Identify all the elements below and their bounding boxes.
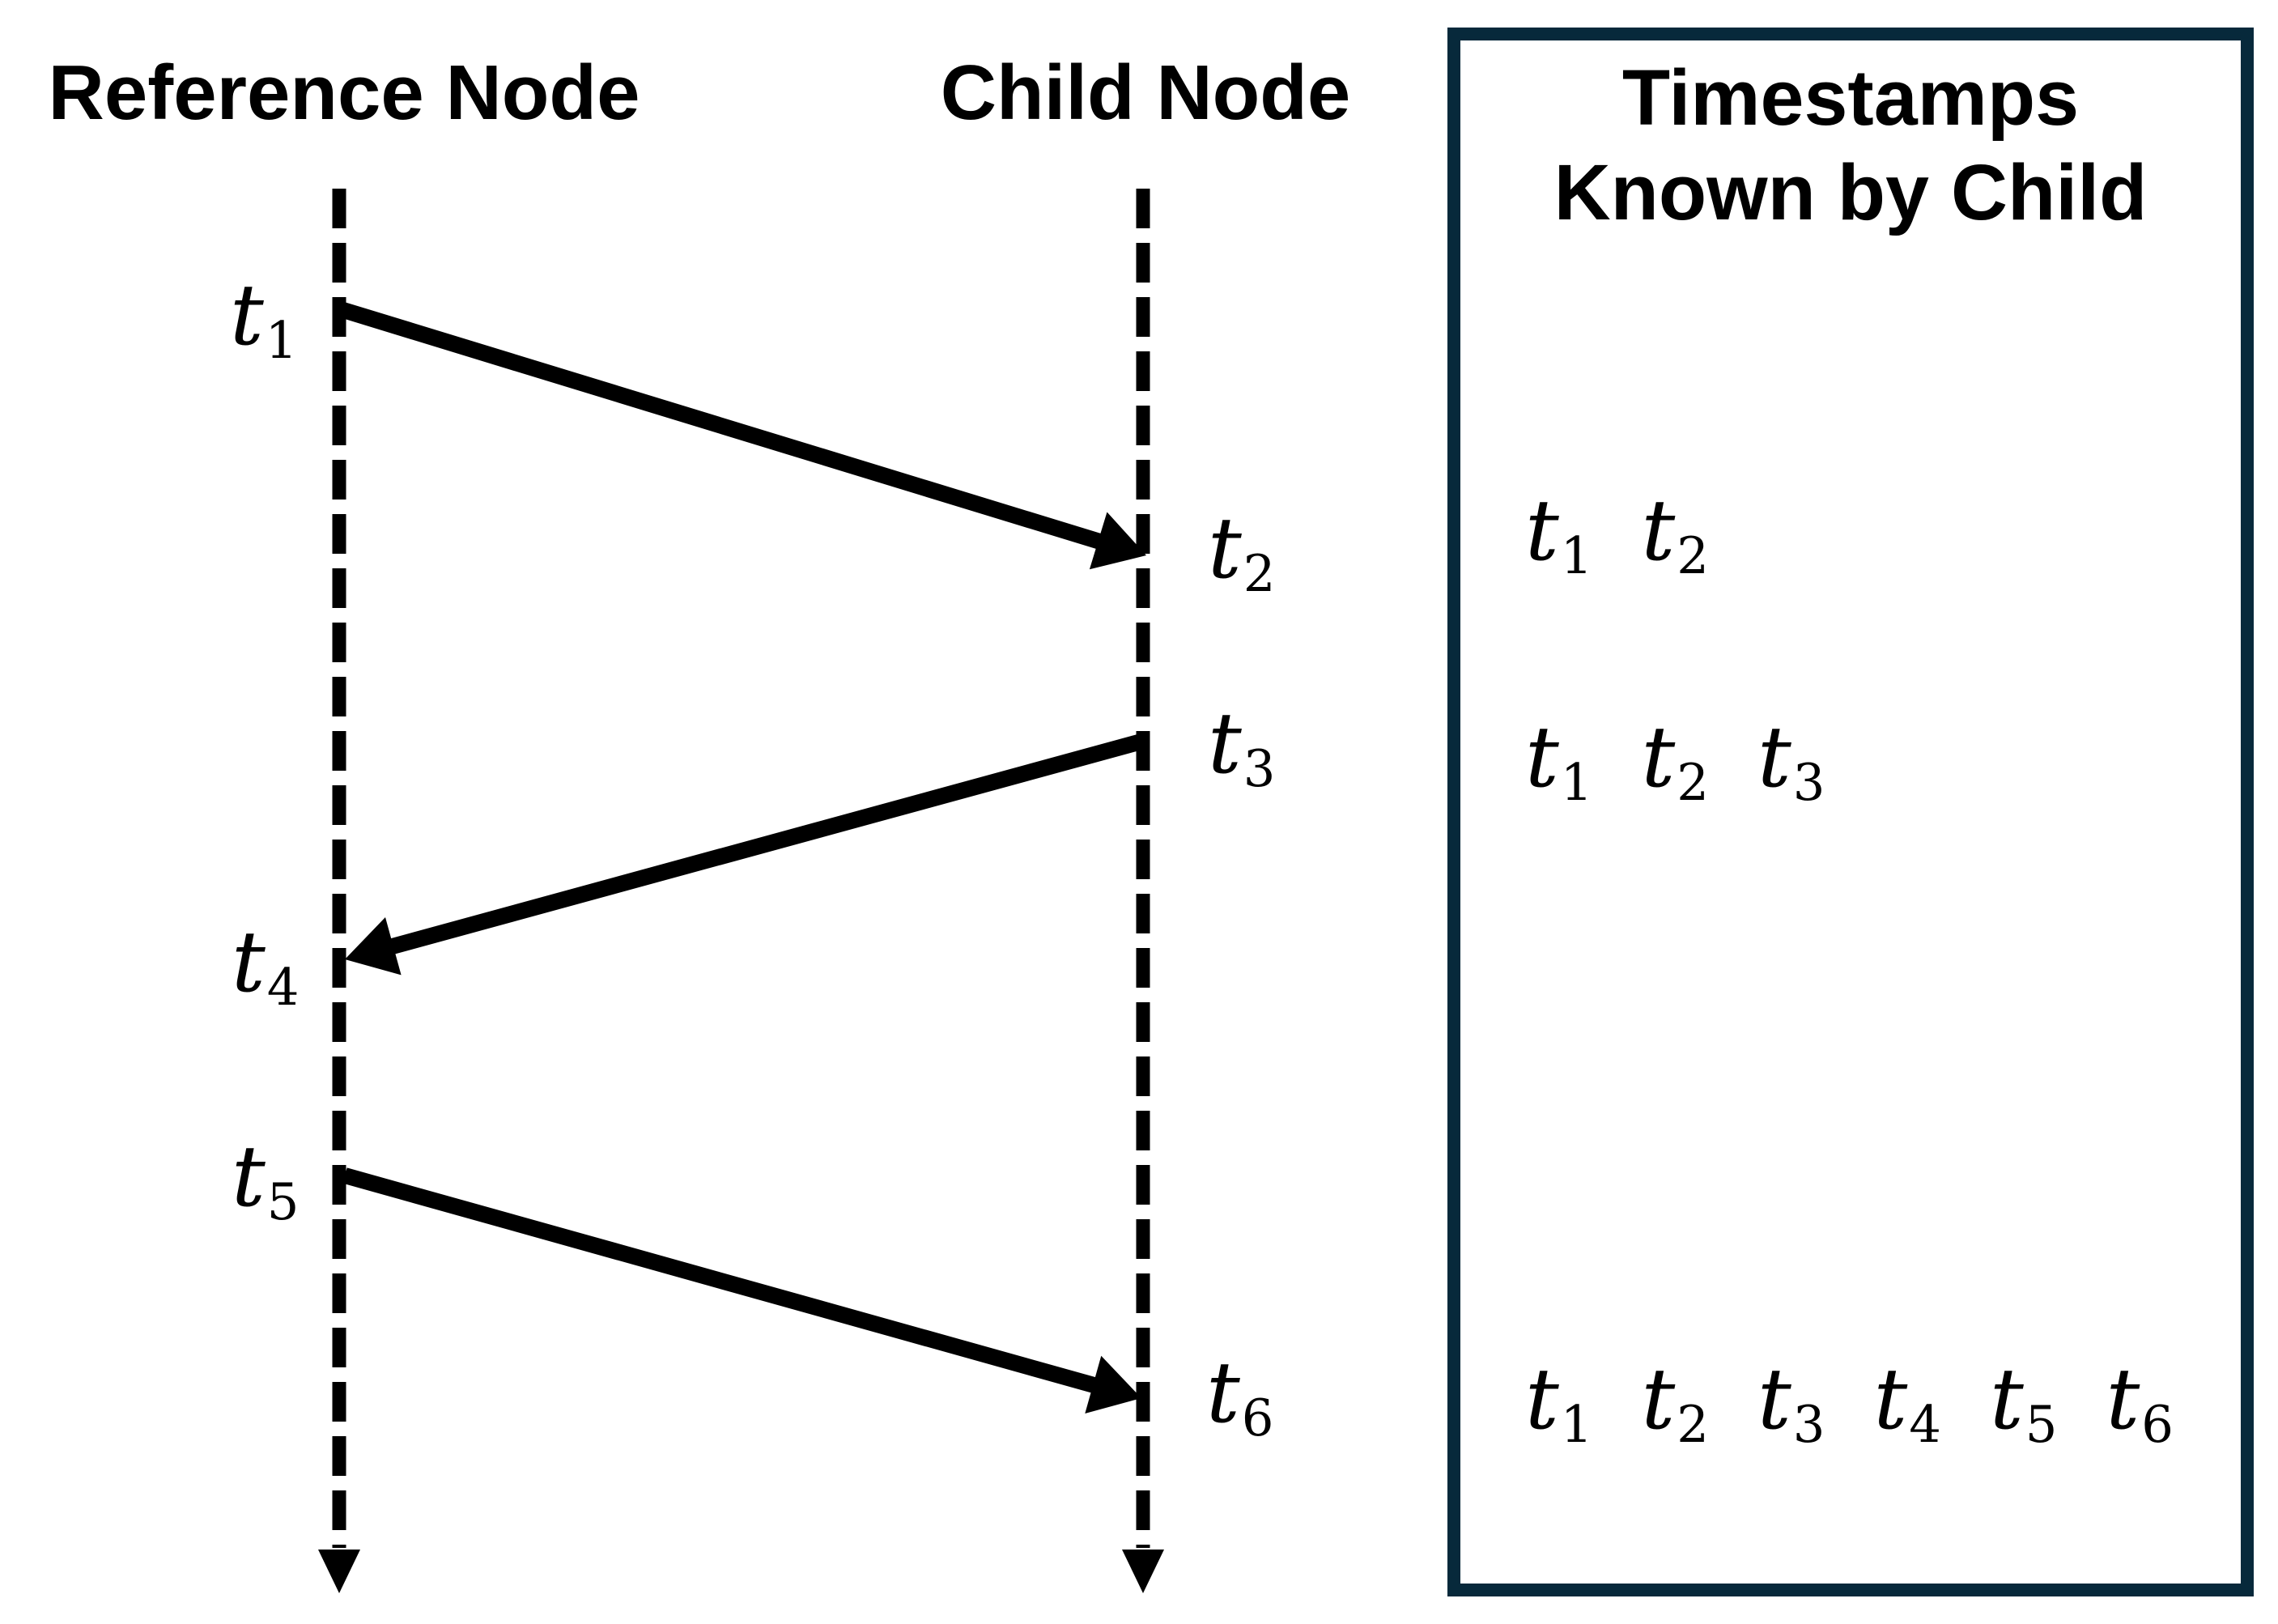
timestamps-known-panel	[1447, 28, 2254, 1596]
event-label-t4-base: t	[232, 912, 266, 1011]
row3-t2-subscript: 2	[1677, 1395, 1709, 1455]
row3-t4-subscript: 4	[1909, 1395, 1941, 1455]
row3-t3-base: t	[1757, 1350, 1791, 1448]
row3-t5-subscript: 5	[2025, 1395, 2058, 1455]
event-label-t5-subscript: 5	[266, 1172, 300, 1232]
row3-t6: t6	[2106, 1357, 2174, 1450]
reference-timeline-arrow-down-icon	[318, 1550, 360, 1593]
event-label-t4-subscript: 4	[266, 958, 300, 1018]
row3-t1-base: t	[1525, 1350, 1559, 1448]
panel-title-line2: Known by Child	[1553, 148, 2148, 236]
row2-t1: t1	[1525, 715, 1593, 808]
known-timestamps-row-1: t1 t2	[1525, 488, 1710, 581]
event-label-t5: t5	[232, 1134, 300, 1227]
child-timeline-arrow-down-icon	[1122, 1550, 1164, 1593]
row1-t1-base: t	[1525, 481, 1559, 580]
row3-t2-base: t	[1641, 1350, 1676, 1448]
panel-title-line1: Timestamps	[1621, 53, 2080, 142]
event-label-t6-subscript: 6	[1241, 1388, 1274, 1448]
row3-t6-base: t	[2106, 1350, 2140, 1448]
row3-t6-subscript: 6	[2141, 1395, 2174, 1455]
event-label-t2-base: t	[1208, 499, 1242, 597]
row1-t1-subscript: 1	[1560, 526, 1593, 586]
row2-t3-subscript: 3	[1792, 753, 1825, 813]
message-t1-t2-arrowhead-icon	[1089, 512, 1146, 570]
event-label-t2-subscript: 2	[1243, 544, 1276, 604]
child-node-title: Child Node	[940, 49, 1351, 136]
row3-t1-subscript: 1	[1560, 1395, 1593, 1455]
event-label-t6-base: t	[1206, 1343, 1240, 1442]
event-label-t3-subscript: 3	[1243, 739, 1276, 799]
event-label-t5-base: t	[232, 1127, 266, 1226]
event-label-t3-base: t	[1208, 694, 1242, 793]
row2-t1-subscript: 1	[1560, 753, 1593, 813]
event-label-t2: t2	[1208, 506, 1276, 599]
row3-t5-base: t	[1990, 1350, 2024, 1448]
event-label-t3: t3	[1208, 701, 1276, 794]
message-t1-t2-shaft	[341, 302, 1105, 551]
event-label-t1-subscript: 1	[265, 311, 298, 371]
timestamps-known-panel-title: Timestamps Known by Child	[1554, 50, 2148, 240]
row2-t3-base: t	[1757, 708, 1791, 806]
row2-t1-base: t	[1525, 708, 1559, 806]
row1-t1: t1	[1525, 488, 1593, 581]
message-t3-t4-shaft	[387, 733, 1144, 955]
row3-t3: t3	[1757, 1357, 1825, 1450]
event-label-t1: t1	[230, 273, 298, 366]
row1-t2: t2	[1642, 488, 1710, 581]
row1-t2-subscript: 2	[1677, 526, 1709, 586]
row3-t3-subscript: 3	[1792, 1395, 1825, 1455]
event-label-t1-base: t	[230, 266, 264, 364]
known-timestamps-row-2: t1 t2 t3	[1525, 715, 1825, 808]
message-t5-t6-shaft	[342, 1167, 1099, 1394]
known-timestamps-row-3: t1 t2 t3 t4 t5 t6	[1525, 1357, 2174, 1450]
row3-t4-base: t	[1873, 1350, 1908, 1448]
row3-t5: t5	[1990, 1357, 2058, 1450]
row3-t4: t4	[1874, 1357, 1942, 1450]
message-t5-t6-arrowhead-icon	[1085, 1355, 1141, 1414]
event-label-t6: t6	[1206, 1350, 1274, 1443]
message-t3-t4-arrowhead-icon	[345, 917, 402, 976]
event-label-t4: t4	[232, 920, 300, 1013]
row3-t2: t2	[1642, 1357, 1710, 1450]
row2-t2-subscript: 2	[1677, 753, 1709, 813]
row2-t3: t3	[1757, 715, 1825, 808]
row2-t2-base: t	[1641, 708, 1676, 806]
row1-t2-base: t	[1641, 481, 1676, 580]
row3-t1: t1	[1525, 1357, 1593, 1450]
reference-node-title: Reference Node	[48, 49, 640, 136]
row2-t2: t2	[1642, 715, 1710, 808]
